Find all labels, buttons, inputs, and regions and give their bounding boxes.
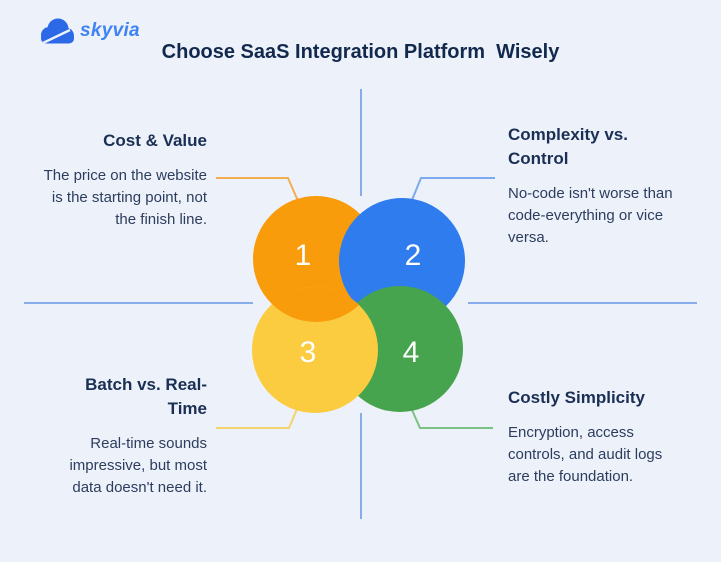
circle-1-number: 1 (295, 239, 312, 272)
quadrant-batch-realtime: Batch vs. Real- Time Real-time sounds im… (20, 373, 207, 499)
connector-batch-realtime (216, 408, 298, 429)
circle-4-number: 4 (403, 336, 420, 369)
page-title: Choose SaaS Integration Platform Wisely (161, 41, 560, 63)
circle-numbers: 1 2 3 4 (295, 239, 422, 369)
axis-dividers (24, 89, 697, 519)
connector-complexity-control (411, 177, 495, 201)
connector-cost-value (216, 177, 299, 202)
connector-costly-simplicity (411, 409, 493, 429)
quadrant-costly-simplicity: Costly Simplicity Encryption, access con… (508, 386, 695, 488)
quadrant-body: Real-time sounds impressive, but most da… (69, 435, 207, 496)
circle-3-yellow (252, 287, 378, 413)
venn-circles (252, 196, 465, 413)
quadrant-body: No-code isn't worse than code-everything… (508, 185, 673, 246)
logo-wordmark: skyvia (80, 20, 140, 41)
quadrant-complexity-control: Complexity vs. Control No-code isn't wor… (508, 123, 695, 249)
circle-3-number: 3 (300, 336, 317, 369)
quadrant-body: The price on the website is the starting… (43, 167, 207, 228)
circle-2-blue (339, 198, 465, 324)
quadrant-heading: Batch vs. Real- Time (85, 375, 207, 418)
quadrant-heading: Cost & Value (103, 131, 207, 150)
quadrant-heading: Complexity vs. Control (508, 125, 628, 168)
cloud-slash (42, 28, 71, 44)
circle-2-number: 2 (405, 239, 422, 272)
quadrant-body: Encryption, access controls, and audit l… (508, 424, 663, 485)
quadrant-cost-value: Cost & Value The price on the website is… (20, 129, 207, 231)
quadrant-heading: Costly Simplicity (508, 388, 645, 407)
connectors (216, 177, 495, 429)
